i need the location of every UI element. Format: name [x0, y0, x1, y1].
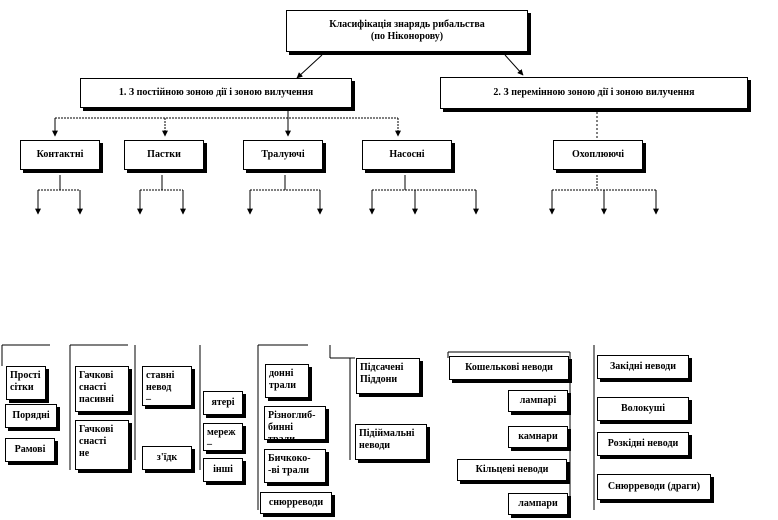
category-trawl: Тралуючі — [243, 140, 323, 170]
category-pump: Насосні — [362, 140, 452, 170]
leaf-riznoglybynni-traly: Різноглиб- бинні трали — [264, 406, 326, 440]
leaf-bichkovi-traly: Бичкоко- -ві трали — [264, 449, 326, 483]
leaf-snurrevody-2: Снюрреводи (драги) — [597, 474, 711, 500]
leaf-gachkovi-snasti-2: Гачкові снасті не — [75, 420, 129, 470]
leaf-koshelkovi-nevody: Кошелькові неводи — [449, 356, 569, 380]
leaf-pidnimalni-nevody: Підіймальні неводи — [355, 424, 427, 460]
leaf-lampary-2: лампари — [508, 493, 568, 515]
leaf-gachkovi-snasti-1: Гачкові снасті пасивні — [75, 366, 129, 412]
title-line2: (по Ніконорову) — [370, 31, 444, 42]
group-2-box: 2. З перемінною зоною дії і зоною вилуче… — [440, 77, 748, 109]
category-contact: Контактні — [20, 140, 100, 170]
diagram-title: Класифікація знарядь рибальства (по Ніко… — [286, 10, 528, 52]
leaf-zaiadky: з'їдк — [142, 446, 192, 470]
category-trap: Пастки — [124, 140, 204, 170]
leaf-ramovi: Рамові — [5, 438, 55, 462]
group1-connectors — [52, 108, 401, 137]
leaf-volokushi: Волокуші — [597, 397, 689, 421]
leaf-kamnari: камнари — [508, 426, 568, 448]
leaf-zakidni-nevody: Закідні неводи — [597, 355, 689, 379]
group-1-box: 1. З постійною зоною дії і зоною вилучен… — [80, 78, 352, 108]
leaf-merezhi: мереж – — [203, 423, 243, 451]
lower-guide-lines — [1, 344, 595, 510]
leaf-kilcevi-nevody: Кільцеві неводи — [457, 459, 567, 481]
leaf-donni-traly: донні трали — [265, 364, 309, 398]
title-line1: Класифікація знарядь рибальства — [329, 19, 485, 30]
leaf-inshi: інші — [203, 458, 243, 482]
leaf-snurrevody-1: снюрреводи — [260, 492, 332, 514]
category-encircle: Охоплюючі — [553, 140, 643, 170]
leaf-stavni-nevody: ставні невод – — [142, 366, 192, 406]
leaf-lampari: лампарі — [508, 390, 568, 412]
category-fanouts — [35, 175, 659, 215]
connector-title-group1 — [296, 54, 323, 79]
leaf-poriadni: Порядні — [5, 404, 57, 428]
leaf-rozkidni-nevody: Розкідні неводи — [597, 432, 689, 456]
leaf-vytery: ятері — [203, 391, 243, 415]
connector-title-group2 — [504, 54, 524, 76]
leaf-prosti-sitky: Прості сітки — [6, 366, 46, 400]
leaf-pidsacheni-piddony: Підсачені Піддони — [356, 358, 420, 394]
